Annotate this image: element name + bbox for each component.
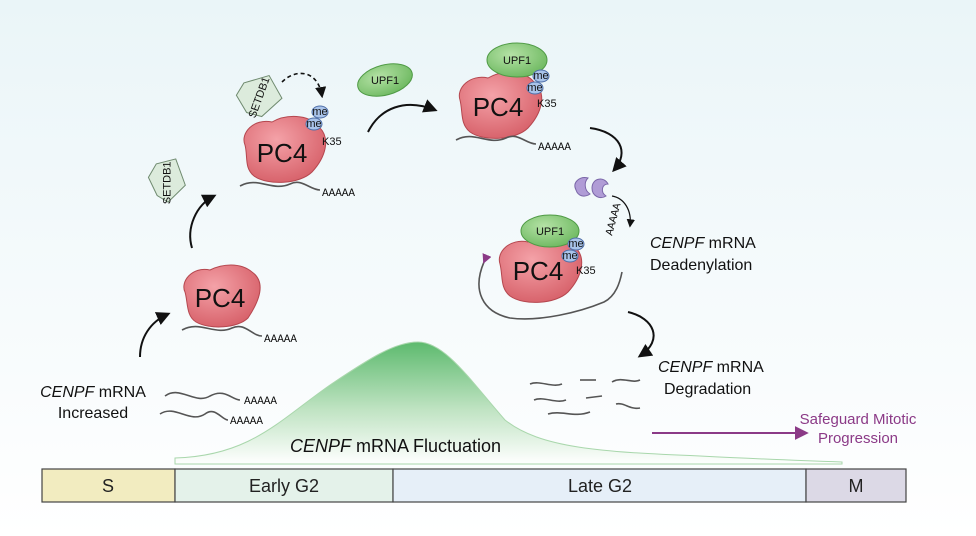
- increased-label: CENPF mRNA: [40, 384, 146, 401]
- methyl-label: me: [306, 118, 321, 130]
- phase-early-g2-label: Early G2: [249, 476, 319, 496]
- phase-late-g2-label: Late G2: [568, 476, 632, 496]
- mrna-strand: [239, 181, 321, 191]
- mrna-fragment: [547, 411, 591, 416]
- methyl-label: me: [527, 82, 542, 94]
- deadenylase-subunit-1: [574, 177, 591, 197]
- pc4-label: PC4: [195, 283, 246, 313]
- pc4-protein: [498, 236, 583, 303]
- methyl-group-1: [532, 69, 550, 83]
- polya-tail: AAAAA: [538, 142, 571, 154]
- upf1-label: UPF1: [371, 75, 399, 87]
- methyl-group-2: [561, 249, 579, 263]
- pc4-protein: [458, 72, 543, 139]
- setdb1-shape: [147, 158, 186, 203]
- mrna-loop: [478, 253, 623, 320]
- pc4-protein: [183, 264, 261, 328]
- mrna-fragment: [529, 382, 563, 386]
- phase-m: [805, 468, 907, 503]
- fluctuation-curve: [174, 341, 843, 465]
- arrow-to-degradation: [627, 311, 655, 358]
- deadenylation-label: CENPF mRNA: [650, 235, 756, 252]
- pc4-label: PC4: [473, 92, 524, 122]
- mrna-fragment: [611, 378, 641, 383]
- arrow-to-upf1-binding: [367, 99, 438, 133]
- upf1-label: UPF1: [503, 55, 531, 67]
- pc4-protein: [243, 116, 327, 183]
- arrow-to-deadenylation: [589, 127, 627, 173]
- pc4-label: PC4: [513, 256, 564, 286]
- deadenylase-action-arrow: [611, 195, 635, 228]
- upf1-label: UPF1: [536, 226, 564, 238]
- methyl-group-1: [567, 237, 585, 251]
- methyl-label: me: [562, 250, 577, 262]
- pc4-complex-1: PC4 AAAAA: [181, 264, 297, 346]
- arrow-to-setdb1: [189, 194, 217, 249]
- mrna-strand-1: [164, 391, 241, 401]
- setdb1-shape: [235, 74, 283, 118]
- pc4-label: PC4: [257, 138, 308, 168]
- cell-cycle-timeline: S Early G2 Late G2 M: [41, 468, 907, 503]
- upf1-shape: [486, 42, 548, 78]
- methyl-label: me: [533, 70, 548, 82]
- polya-tail: AAAAA: [264, 334, 297, 346]
- mrna-fragment: [615, 402, 641, 410]
- upf1-free: UPF1: [357, 63, 413, 97]
- degraded-mrna-fragments: [529, 378, 641, 416]
- methyl-group-1: [311, 105, 329, 119]
- phase-s: [41, 468, 176, 503]
- methyl-group-2: [305, 117, 323, 131]
- deadenylation-label-line2: Deadenylation: [650, 257, 752, 274]
- k35-label: K35: [537, 98, 557, 110]
- deadenylase-subunit-2: [591, 178, 609, 199]
- k35-label: K35: [576, 265, 596, 277]
- methyl-label: me: [312, 106, 327, 118]
- arrow-to-pc4: [139, 312, 171, 358]
- pc4-complex-2: PC4 AAAAA me me K35: [239, 105, 355, 200]
- pc4-complex-3: PC4 UPF1 me me K35 AAAAA: [455, 42, 571, 154]
- safeguard-label: Safeguard Mitotic: [800, 411, 917, 428]
- safeguard-label-line2: Progression: [818, 430, 898, 447]
- mrna-fragment: [533, 398, 567, 402]
- setdb1-label: SETDB1: [161, 161, 173, 204]
- methyl-label: me: [568, 238, 583, 250]
- setdb1-free: SETDB1: [147, 158, 186, 204]
- polya-tail-1: AAAAA: [244, 396, 277, 408]
- mrna-strand-2: [159, 410, 229, 421]
- methyl-group-2: [526, 81, 544, 95]
- degradation-label: CENPF mRNA: [658, 359, 764, 376]
- upf1-shape: [357, 63, 413, 97]
- mrna-strand: [455, 135, 537, 145]
- increased-label-line2: Increased: [58, 405, 128, 422]
- phase-m-label: M: [849, 476, 864, 496]
- mrna-strand: [181, 325, 263, 337]
- fluctuation-label: CENPF mRNA Fluctuation: [290, 436, 501, 456]
- phase-early-g2: [174, 468, 394, 503]
- degradation-label-line2: Degradation: [664, 381, 751, 398]
- polya-tail-2: AAAAA: [230, 416, 263, 428]
- mrna-fragment: [585, 395, 603, 399]
- upf1-shape: [520, 214, 580, 248]
- phase-s-label: S: [102, 476, 114, 496]
- deadenylase-complex: [574, 177, 609, 199]
- polya-tail: AAAAA: [322, 188, 355, 200]
- k35-label: K35: [322, 136, 342, 148]
